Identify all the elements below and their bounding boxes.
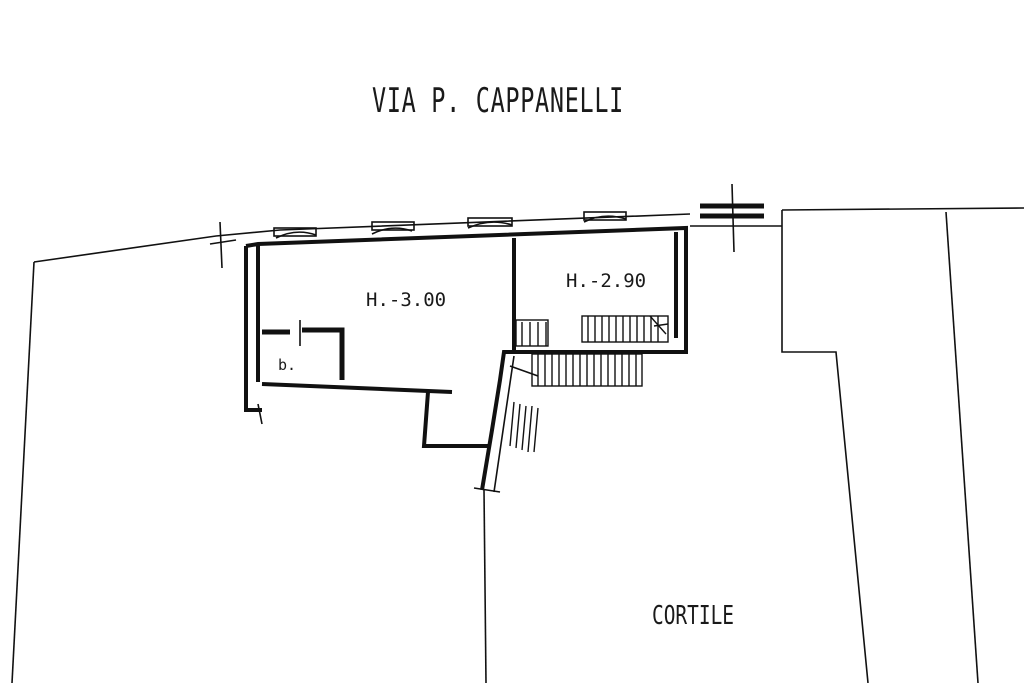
room-2-height-label: H.-2.90 [566,270,646,292]
staircase [509,315,669,453]
block-outline [11,207,1024,683]
facade-windows [273,211,627,239]
courtyard-label: CORTILE [652,601,734,631]
bathroom-label: b. [278,356,296,374]
stair-flight-down [509,401,539,453]
room-1-height-label: H.-3.00 [366,289,446,311]
street-name: VIA P. CAPPANELLI [372,81,624,121]
apartment-walls [244,225,688,493]
dimension-marks [209,183,764,493]
